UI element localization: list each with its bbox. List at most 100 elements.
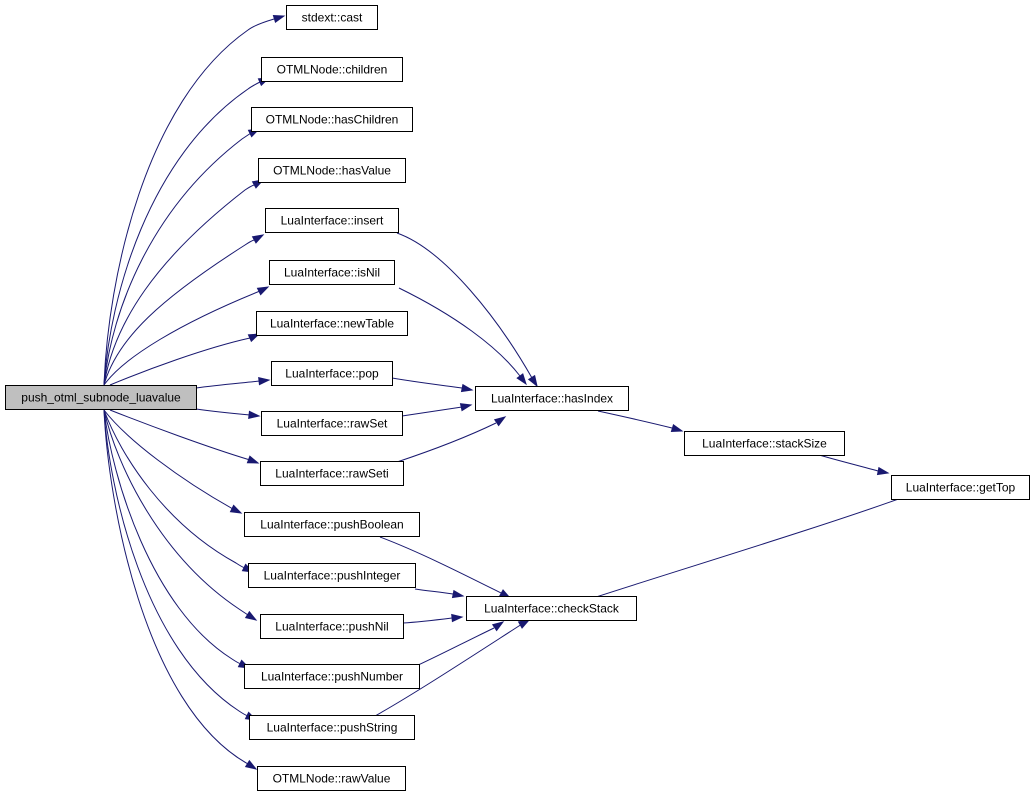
node-children[interactable]: OTMLNode::children — [261, 57, 403, 82]
node-box — [257, 766, 406, 791]
edge-line — [103, 409, 242, 665]
edge-pushNumber-to-checkStack — [413, 621, 505, 668]
node-label: OTMLNode::hasChildren — [266, 113, 399, 127]
node-stackSize[interactable]: LuaInterface::stackSize — [684, 431, 845, 456]
node-box — [265, 208, 399, 233]
edge-line — [402, 617, 453, 624]
edge-line — [103, 18, 275, 386]
node-box — [244, 664, 420, 689]
node-box — [261, 411, 403, 436]
arrowhead-icon — [516, 373, 527, 386]
node-getTop[interactable]: LuaInterface::getTop — [891, 475, 1030, 500]
node-label: LuaInterface::pop — [285, 367, 379, 381]
node-box — [251, 107, 413, 132]
node-box — [269, 260, 395, 285]
arrowhead-icon — [272, 14, 286, 24]
edge-line — [103, 184, 255, 386]
node-label: LuaInterface::rawSeti — [275, 467, 388, 481]
edge-line — [396, 232, 533, 379]
arrowhead-icon — [251, 234, 265, 244]
edge-rawSet-to-hasIndex — [401, 403, 473, 417]
edge-root-to-rawSet — [195, 408, 261, 420]
node-root[interactable]: push_otml_subnode_luavalue — [5, 385, 197, 410]
arrowhead-icon — [244, 610, 258, 621]
edge-line — [195, 380, 261, 389]
node-hasChildren[interactable]: OTMLNode::hasChildren — [251, 107, 413, 132]
edge-line — [103, 409, 249, 616]
arrowhead-icon — [876, 466, 890, 476]
edge-line — [398, 287, 521, 377]
call-nodes: push_otml_subnode_luavalue stdext::castOT… — [5, 5, 1030, 791]
node-pushNil[interactable]: LuaInterface::pushNil — [260, 614, 404, 639]
edge-hasIndex-to-stackSize — [597, 410, 684, 433]
node-pushString[interactable]: LuaInterface::pushString — [249, 715, 415, 740]
node-pop[interactable]: LuaInterface::pop — [271, 361, 393, 386]
node-isNil[interactable]: LuaInterface::isNil — [269, 260, 395, 285]
node-label: OTMLNode::rawValue — [273, 772, 391, 786]
edge-line — [379, 536, 504, 595]
node-box — [249, 715, 415, 740]
edge-line — [103, 132, 252, 386]
edge-line — [374, 623, 523, 717]
node-label: LuaInterface::pushInteger — [264, 569, 401, 583]
edge-line — [103, 239, 255, 386]
node-cast[interactable]: stdext::cast — [286, 5, 378, 30]
node-box — [475, 386, 629, 411]
edge-pushString-to-checkStack — [374, 619, 531, 717]
edge-line — [597, 410, 673, 429]
edge-root-to-pushNumber — [103, 409, 251, 669]
edge-line — [103, 81, 261, 386]
edge-line — [103, 409, 234, 510]
arrowhead-icon — [451, 613, 464, 623]
node-label: LuaInterface::insert — [281, 214, 384, 228]
node-box — [244, 512, 420, 537]
node-label: LuaInterface::pushString — [267, 721, 398, 735]
node-label: LuaInterface::checkStack — [484, 602, 620, 616]
node-label: push_otml_subnode_luavalue — [21, 391, 181, 405]
edge-pushNil-to-checkStack — [402, 613, 464, 624]
node-hasValue[interactable]: OTMLNode::hasValue — [258, 158, 406, 183]
edge-line — [103, 409, 246, 569]
edge-line — [818, 454, 879, 472]
node-pushNumber[interactable]: LuaInterface::pushNumber — [244, 664, 420, 689]
node-box — [684, 431, 845, 456]
edge-root-to-pushBoolean — [103, 409, 243, 514]
node-pushInteger[interactable]: LuaInterface::pushInteger — [248, 563, 416, 588]
edge-line — [401, 406, 463, 417]
edge-root-to-cast — [103, 14, 286, 386]
node-label: LuaInterface::pushNil — [275, 620, 388, 634]
node-hasIndex[interactable]: LuaInterface::hasIndex — [475, 386, 629, 411]
node-label: LuaInterface::rawSet — [277, 417, 388, 431]
node-label: LuaInterface::stackSize — [702, 437, 827, 451]
edge-isNil-to-hasIndex — [398, 287, 527, 386]
node-insert[interactable]: LuaInterface::insert — [265, 208, 399, 233]
node-label: LuaInterface::pushBoolean — [260, 518, 403, 532]
node-box — [271, 361, 393, 386]
node-box — [891, 475, 1030, 500]
node-rawValue[interactable]: OTMLNode::rawValue — [257, 766, 406, 791]
edge-checkStack-to-getTop — [595, 489, 916, 598]
edge-insert-to-hasIndex — [396, 232, 538, 388]
edge-root-to-pushNil — [103, 409, 258, 621]
node-box — [286, 5, 378, 30]
arrowhead-icon — [248, 410, 261, 420]
node-rawSet[interactable]: LuaInterface::rawSet — [261, 411, 403, 436]
node-newTable[interactable]: LuaInterface::newTable — [256, 311, 408, 336]
arrowhead-icon — [459, 403, 473, 412]
node-box — [260, 461, 404, 486]
node-checkStack[interactable]: LuaInterface::checkStack — [466, 596, 637, 621]
arrowhead-icon — [229, 504, 243, 514]
edge-line — [109, 337, 251, 386]
edge-line — [103, 409, 249, 765]
arrowhead-icon — [258, 376, 271, 386]
edge-line — [396, 422, 497, 463]
edge-root-to-rawValue — [103, 409, 258, 770]
node-pushBoolean[interactable]: LuaInterface::pushBoolean — [244, 512, 420, 537]
arrowhead-icon — [244, 759, 258, 770]
edge-root-to-pop — [195, 376, 271, 389]
node-rawSeti[interactable]: LuaInterface::rawSeti — [260, 461, 404, 486]
node-box — [466, 596, 637, 621]
node-label: OTMLNode::children — [277, 63, 388, 77]
arrowhead-icon — [256, 286, 270, 296]
